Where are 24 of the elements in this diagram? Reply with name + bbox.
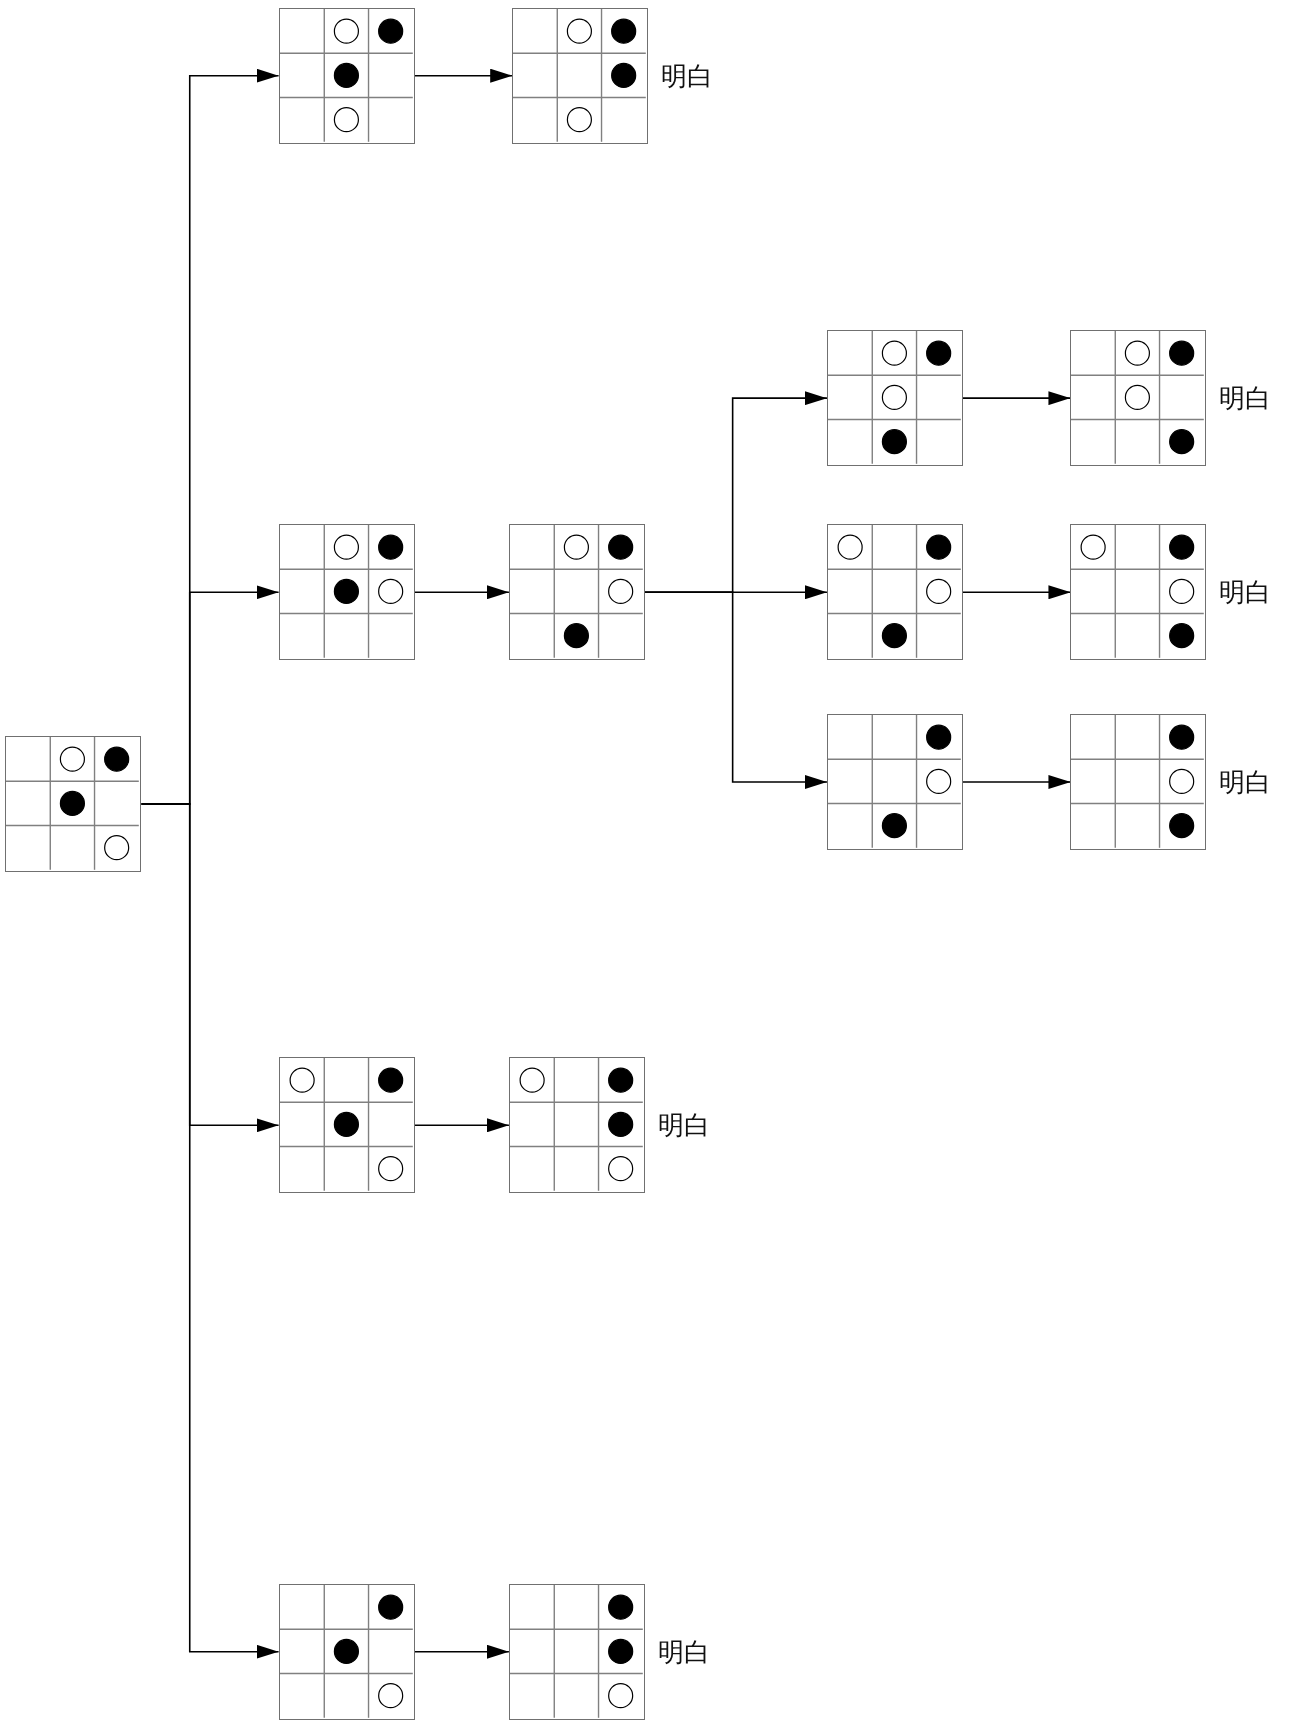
result-label: 明白 <box>1219 579 1272 606</box>
game-board <box>278 524 415 661</box>
result-label: 明白 <box>657 1112 710 1139</box>
game-board <box>826 714 963 850</box>
game-board <box>826 524 963 661</box>
result-label: 明白 <box>1219 385 1272 412</box>
game-board <box>826 330 963 467</box>
game-board <box>278 1057 415 1194</box>
game-board <box>278 7 415 144</box>
game-board <box>508 524 645 661</box>
arrow <box>413 1118 510 1133</box>
result-label: 明白 <box>657 1638 710 1665</box>
arrow <box>413 68 513 83</box>
arrow <box>140 803 280 1659</box>
arrow <box>962 775 1072 789</box>
result-label: 明白 <box>1219 769 1272 795</box>
game-board <box>5 735 142 872</box>
game-board <box>278 1583 415 1720</box>
arrow <box>644 591 828 789</box>
arrow <box>413 1644 510 1659</box>
result-label: 明白 <box>661 62 714 89</box>
arrow <box>962 585 1072 600</box>
arrow <box>962 391 1072 406</box>
arrow <box>413 585 510 600</box>
